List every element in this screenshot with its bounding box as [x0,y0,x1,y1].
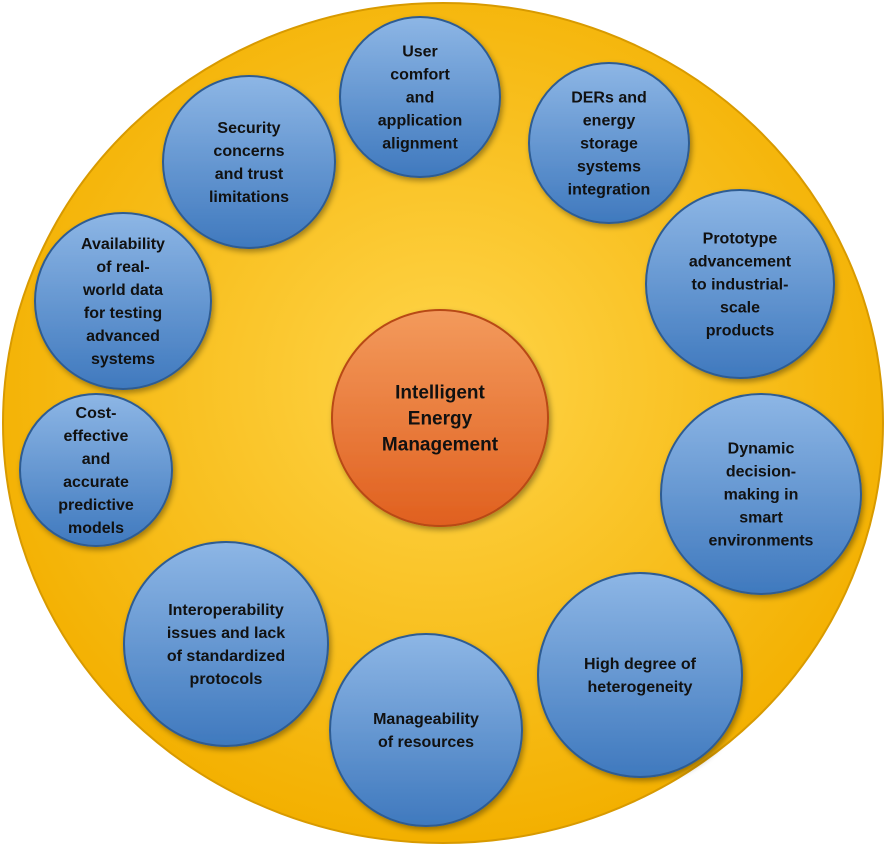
node-label: High degree of heterogeneity [584,656,697,696]
node-circle [34,212,212,390]
node-label-line: application [378,113,462,130]
node-label: User comfort and application alignment [378,44,462,153]
node-label-line: issues and lack [167,625,285,642]
node-label-line: DERs and [571,90,647,107]
node-ders-energy-storage: DERs and energy storage systems integration [528,62,690,224]
node-circle [339,16,501,178]
node-label-line: advancement [689,254,792,271]
node-label: Security concerns and trust limitations [209,120,289,206]
node-label-line: advanced [86,328,160,345]
node-label-line: comfort [390,67,450,84]
node-circle [537,572,743,778]
node-label-line: Availability [81,236,165,253]
node-label-line: protocols [190,671,263,688]
node-label: DERs and energy storage systems integration [568,90,651,199]
node-label-line: systems [577,159,641,176]
node-label: Manageability of resources [373,711,479,751]
node-label: Prototype advancement to industrial-scale p… [689,231,792,340]
node-label-line: Cost- [76,405,117,422]
node-manageability: Manageability of resources [329,633,523,827]
node-label-line: of resources [378,734,474,751]
node-prototype-advancement: Prototype advancement to industrial-scale p… [645,189,835,379]
node-label: Availability of real-world data for testin… [81,236,165,368]
node-label-line: systems [91,351,155,368]
node-label-line: Prototype [703,231,778,248]
node-label: Dynamic decision-making in smart environmen… [709,441,814,550]
node-label-line: limitations [209,189,289,206]
node-label-line: alignment [382,136,458,153]
node-label-line: making in [724,487,799,504]
node-label-line: environments [709,533,814,550]
node-label-line: High degree of [584,656,697,673]
node-circle [528,62,690,224]
node-label-line: Security [217,120,280,137]
nodes-layer: User comfort and application alignment DERs a… [19,16,862,827]
node-label-line: for testing [84,305,162,322]
node-label-line: User [402,44,438,61]
node-label-line: storage [580,136,638,153]
center-label-line: Energy [408,409,473,430]
node-interoperability: Interoperability issues and lack of standa… [123,541,329,747]
node-circle [19,393,173,547]
node-label-line: integration [568,182,651,199]
node-label-line: world data [82,282,163,299]
node-user-comfort: User comfort and application alignment [339,16,501,178]
node-label-line: Manageability [373,711,479,728]
node-label-line: accurate [63,474,129,491]
node-label-line: of standardized [167,648,285,665]
node-circle [162,75,336,249]
node-circle [660,393,862,595]
node-label-line: and [406,90,434,107]
node-label-line: to industrial- [692,277,789,294]
node-label-line: predictive [58,497,134,514]
node-label: Interoperability issues and lack of standa… [167,602,285,688]
node-label-line: Interoperability [168,602,284,619]
node-real-world-data: Availability of real-world data for testin… [34,212,212,390]
node-label-line: of real- [96,259,149,276]
node-security-trust: Security concerns and trust limitations [162,75,336,249]
node-label-line: decision- [726,464,796,481]
node-label-line: and trust [215,166,284,183]
center-node [331,309,549,527]
node-label-line: effective [64,428,129,445]
node-label-line: scale [720,300,760,317]
node-heterogeneity: High degree of heterogeneity [537,572,743,778]
node-label-line: models [68,520,124,537]
node-label-line: products [706,323,775,340]
node-label-line: concerns [213,143,284,160]
center-label-line: Intelligent [395,383,485,404]
center-label-line: Management [382,435,499,456]
node-dynamic-decision-making: Dynamic decision-making in smart environmen… [660,393,862,595]
node-circle [123,541,329,747]
node-label: Cost-effective and accurate predictive model… [58,405,134,537]
node-circle [329,633,523,827]
node-label-line: smart [739,510,783,527]
node-label-line: Dynamic [728,441,795,458]
node-label-line: and [82,451,110,468]
node-circle [645,189,835,379]
node-predictive-models: Cost-effective and accurate predictive model… [19,393,173,547]
node-label-line: energy [583,113,636,130]
node-label-line: heterogeneity [588,679,693,696]
